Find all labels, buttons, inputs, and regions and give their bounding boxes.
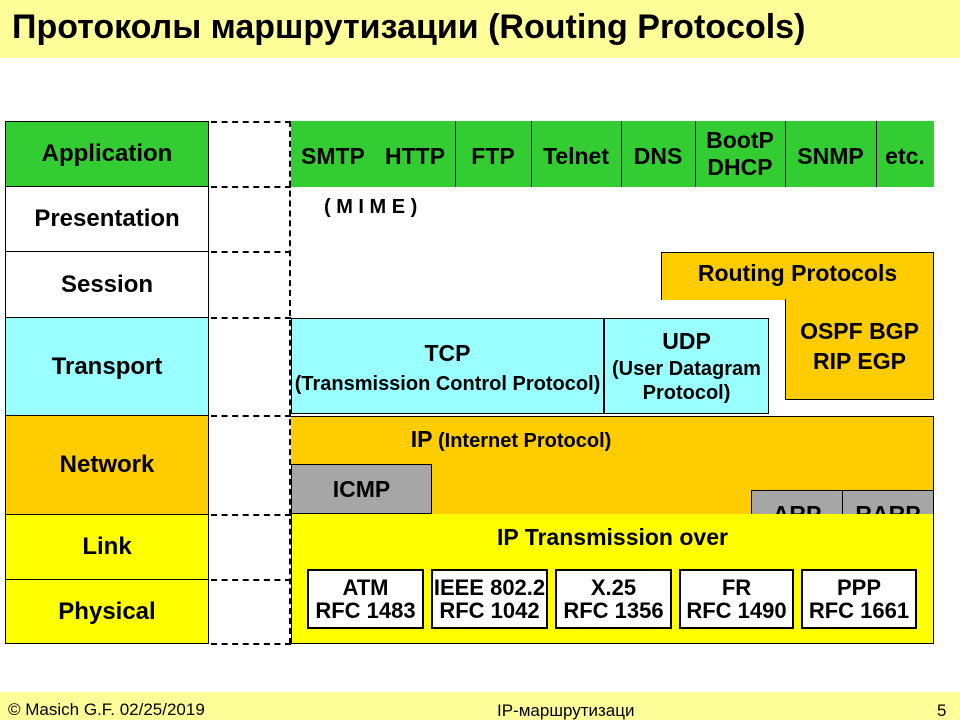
ip-name: IP — [410, 426, 433, 452]
layer-session: Session — [5, 251, 209, 318]
ip-label: IP (Internet Protocol) — [291, 426, 731, 453]
gap-dash-line — [211, 415, 291, 417]
layer-physical: Physical — [5, 579, 209, 644]
udp-description-1: (User Datagram — [612, 358, 761, 380]
media-ieee-802-2: IEEE 802.2 RFC 1042 — [431, 569, 548, 629]
gap-dash-line — [211, 514, 291, 516]
gap-dash-line — [211, 121, 291, 123]
proto-divider — [876, 121, 877, 187]
title-bar — [0, 0, 960, 58]
gap-column-divider — [209, 121, 291, 644]
media-fr: FR RFC 1490 — [679, 569, 794, 629]
footer-bar — [0, 692, 960, 720]
proto-dns: DNS — [633, 143, 683, 169]
proto-divider — [695, 121, 696, 187]
footer-topic: IP-маршрутизаци — [497, 701, 635, 720]
icmp-box: ICMP — [291, 464, 432, 514]
routing-protocols-title: Routing Protocols — [697, 260, 898, 286]
media-rfc: RFC 1661 — [808, 598, 910, 623]
media-name: FR — [721, 574, 752, 600]
gap-dash-line — [211, 251, 291, 253]
routing-line-ospf-bgp: OSPF BGP — [800, 318, 919, 344]
media-rfc: RFC 1490 — [686, 598, 787, 623]
media-name: IEEE 802.2 — [433, 574, 546, 600]
footer-copyright: © Masich G.F. 02/25/2019 — [8, 700, 205, 719]
udp-name: UDP — [662, 328, 711, 354]
media-x25: X.25 RFC 1356 — [555, 569, 672, 629]
proto-divider — [531, 121, 532, 187]
layer-link: Link — [5, 514, 209, 580]
ip-transmission-label: IP Transmission over — [497, 524, 728, 550]
layer-application: Application — [5, 121, 209, 187]
udp-description-2: Protocol) — [642, 382, 731, 404]
routing-protocols-body — [785, 299, 934, 400]
routing-line-rip-egp: RIP EGP — [813, 348, 906, 374]
media-rfc: RFC 1356 — [563, 598, 664, 623]
proto-bootp: BootP — [706, 127, 774, 153]
mime-label: ( M I M E ) — [324, 196, 418, 218]
proto-snmp: SNMP — [797, 143, 864, 169]
media-rfc: RFC 1042 — [439, 598, 540, 623]
gap-dash-line — [211, 579, 291, 581]
proto-divider — [621, 121, 622, 187]
media-name: X.25 — [590, 574, 637, 600]
media-atm: ATM RFC 1483 — [307, 569, 424, 629]
page-title: Протоколы маршрутизации (Routing Protoco… — [12, 8, 806, 46]
media-ppp: PPP RFC 1661 — [801, 569, 917, 629]
proto-ftp: FTP — [471, 143, 515, 169]
ip-description: (Internet Protocol) — [432, 430, 612, 452]
gap-dash-line — [211, 317, 291, 319]
proto-telnet: Telnet — [542, 143, 610, 169]
media-rfc: RFC 1483 — [315, 598, 416, 623]
proto-etc: etc. — [885, 143, 925, 169]
layer-transport: Transport — [5, 317, 209, 416]
tcp-description: (Transmission Control Protocol) — [294, 373, 601, 395]
routing-protocols-header — [661, 252, 934, 300]
media-name: ATM — [342, 574, 389, 600]
media-name: PPP — [836, 574, 882, 600]
page-number: 5 — [937, 701, 947, 720]
gap-dash-line — [211, 643, 291, 645]
proto-dhcp: DHCP — [707, 154, 773, 180]
udp-box — [604, 318, 769, 414]
proto-http: HTTP — [385, 143, 446, 169]
tcp-name: TCP — [424, 340, 471, 366]
proto-divider — [455, 121, 456, 187]
layer-network: Network — [5, 415, 209, 515]
proto-smtp: SMTP — [301, 143, 365, 169]
proto-divider — [785, 121, 786, 187]
gap-dash-line — [211, 186, 291, 188]
application-row — [291, 121, 934, 187]
tcp-box — [291, 318, 604, 414]
layer-presentation: Presentation — [5, 186, 209, 252]
